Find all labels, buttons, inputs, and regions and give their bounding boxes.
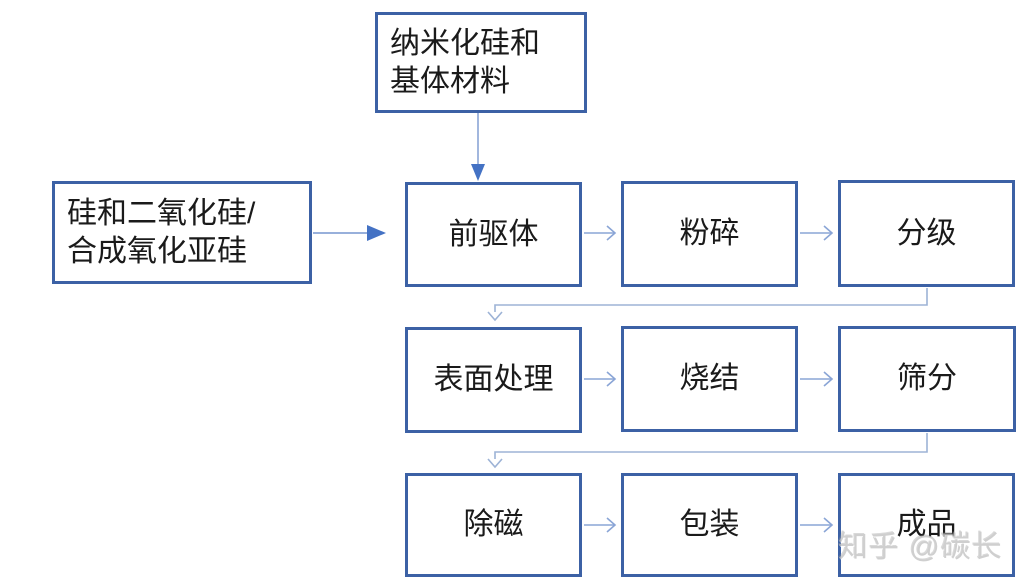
open-arrow-right-icon: [584, 517, 617, 533]
node-packaging: 包装: [621, 473, 798, 577]
open-arrow-right-icon: [800, 517, 834, 533]
open-arrow-right-icon: [584, 371, 617, 387]
node-finished-product: 成品: [838, 473, 1015, 577]
node-sintering: 烧结: [621, 326, 798, 432]
node-classification: 分级: [838, 180, 1015, 287]
arrow-down-icon: [471, 113, 485, 181]
zhihu-watermark: 知乎 @碳长: [838, 531, 1003, 564]
node-precursor: 前驱体: [405, 182, 582, 287]
node-demagnetization: 除磁: [405, 473, 582, 577]
node-nano-silicon-input: 纳米化硅和 基体材料: [375, 12, 587, 113]
node-surface-treatment: 表面处理: [405, 327, 582, 433]
node-sieving: 筛分: [838, 326, 1016, 432]
open-arrow-right-icon: [584, 225, 617, 241]
node-silicon-dioxide-input: 硅和二氧化硅/ 合成氧化亚硅: [52, 181, 312, 284]
elbow-connector-down-icon: [487, 288, 928, 322]
elbow-connector-down-icon: [487, 433, 928, 469]
node-crushing: 粉碎: [621, 181, 798, 287]
open-arrow-right-icon: [800, 371, 834, 387]
open-arrow-right-icon: [800, 225, 834, 241]
arrow-right-icon: [313, 225, 386, 241]
